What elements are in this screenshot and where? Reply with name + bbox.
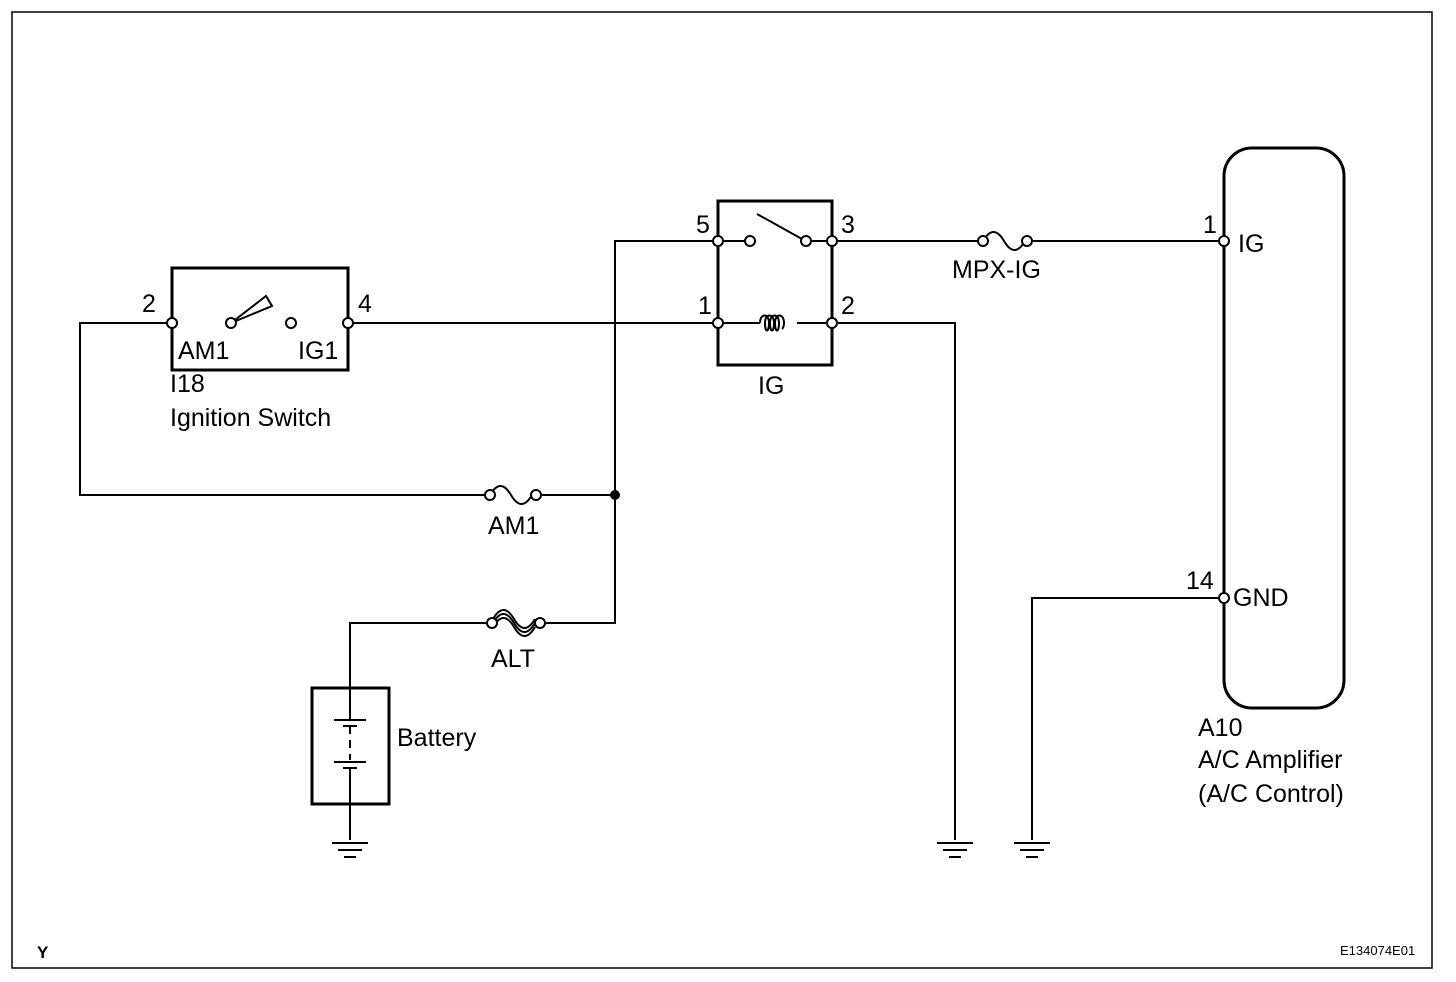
switch-blade xyxy=(230,294,274,324)
ground-icon xyxy=(937,842,973,858)
relay-pin-3 xyxy=(826,235,838,247)
ignition-switch-am1-label: AM1 xyxy=(178,337,229,365)
fuse-am1-label: AM1 xyxy=(488,512,539,540)
relay-coil xyxy=(759,314,786,332)
ig-relay: 5 3 1 2 IG xyxy=(696,199,855,400)
relay-pin-3-number: 3 xyxy=(841,211,855,239)
fuse-am1: AM1 xyxy=(484,485,542,540)
battery-label: Battery xyxy=(397,724,477,752)
battery: Battery xyxy=(310,686,477,806)
amplifier-pin-gnd xyxy=(1218,592,1230,604)
relay-name: IG xyxy=(758,372,784,400)
amplifier-pin-ig-number: 1 xyxy=(1203,211,1217,239)
amplifier-subname: (A/C Control) xyxy=(1198,780,1344,808)
ground-icon xyxy=(332,842,368,858)
amplifier-pin-gnd-number: 14 xyxy=(1186,567,1214,595)
ignition-switch-pin-4 xyxy=(342,317,354,329)
fuse-alt: ALT xyxy=(486,609,546,673)
ignition-switch-pin-2 xyxy=(166,317,178,329)
ignition-switch-pin-4-number: 4 xyxy=(358,290,372,318)
fuse-alt-label: ALT xyxy=(491,645,535,673)
amplifier-pin-ig xyxy=(1218,235,1230,247)
ac-amplifier: 1 IG 14 GND A10 A/C Amplifier (A/C Contr… xyxy=(1186,146,1346,808)
ignition-switch-code: I18 xyxy=(170,370,205,398)
ignition-switch-ig1-label: IG1 xyxy=(298,337,338,365)
relay-pin-2-number: 2 xyxy=(841,292,855,320)
relay-switch-arm xyxy=(756,213,803,240)
relay-pin-5-number: 5 xyxy=(696,211,710,239)
ignition-switch: 2 4 AM1 IG1 I18 Ignition Switch xyxy=(142,266,372,432)
amplifier-pin-ig-label: IG xyxy=(1238,230,1264,258)
ignition-switch-pin-2-number: 2 xyxy=(142,290,156,318)
corner-mark: Y xyxy=(37,943,49,962)
relay-pin-1 xyxy=(712,317,724,329)
figure-id: E134074E01 xyxy=(1340,943,1415,958)
fuse-mpx-ig-label: MPX-IG xyxy=(952,256,1041,284)
amplifier-pin-gnd-label: GND xyxy=(1233,584,1289,612)
amplifier-code: A10 xyxy=(1198,714,1242,742)
fuse-mpx-ig: MPX-IG xyxy=(952,231,1041,284)
junction-dot xyxy=(610,490,620,500)
wires xyxy=(79,240,1224,840)
amplifier-name: A/C Amplifier xyxy=(1198,746,1342,774)
relay-pin-2 xyxy=(826,317,838,329)
relay-pin-1-number: 1 xyxy=(698,292,712,320)
ignition-switch-name: Ignition Switch xyxy=(170,404,331,432)
ground-icon xyxy=(1014,842,1050,858)
diagram-frame xyxy=(11,11,1433,969)
relay-pin-5 xyxy=(712,235,724,247)
